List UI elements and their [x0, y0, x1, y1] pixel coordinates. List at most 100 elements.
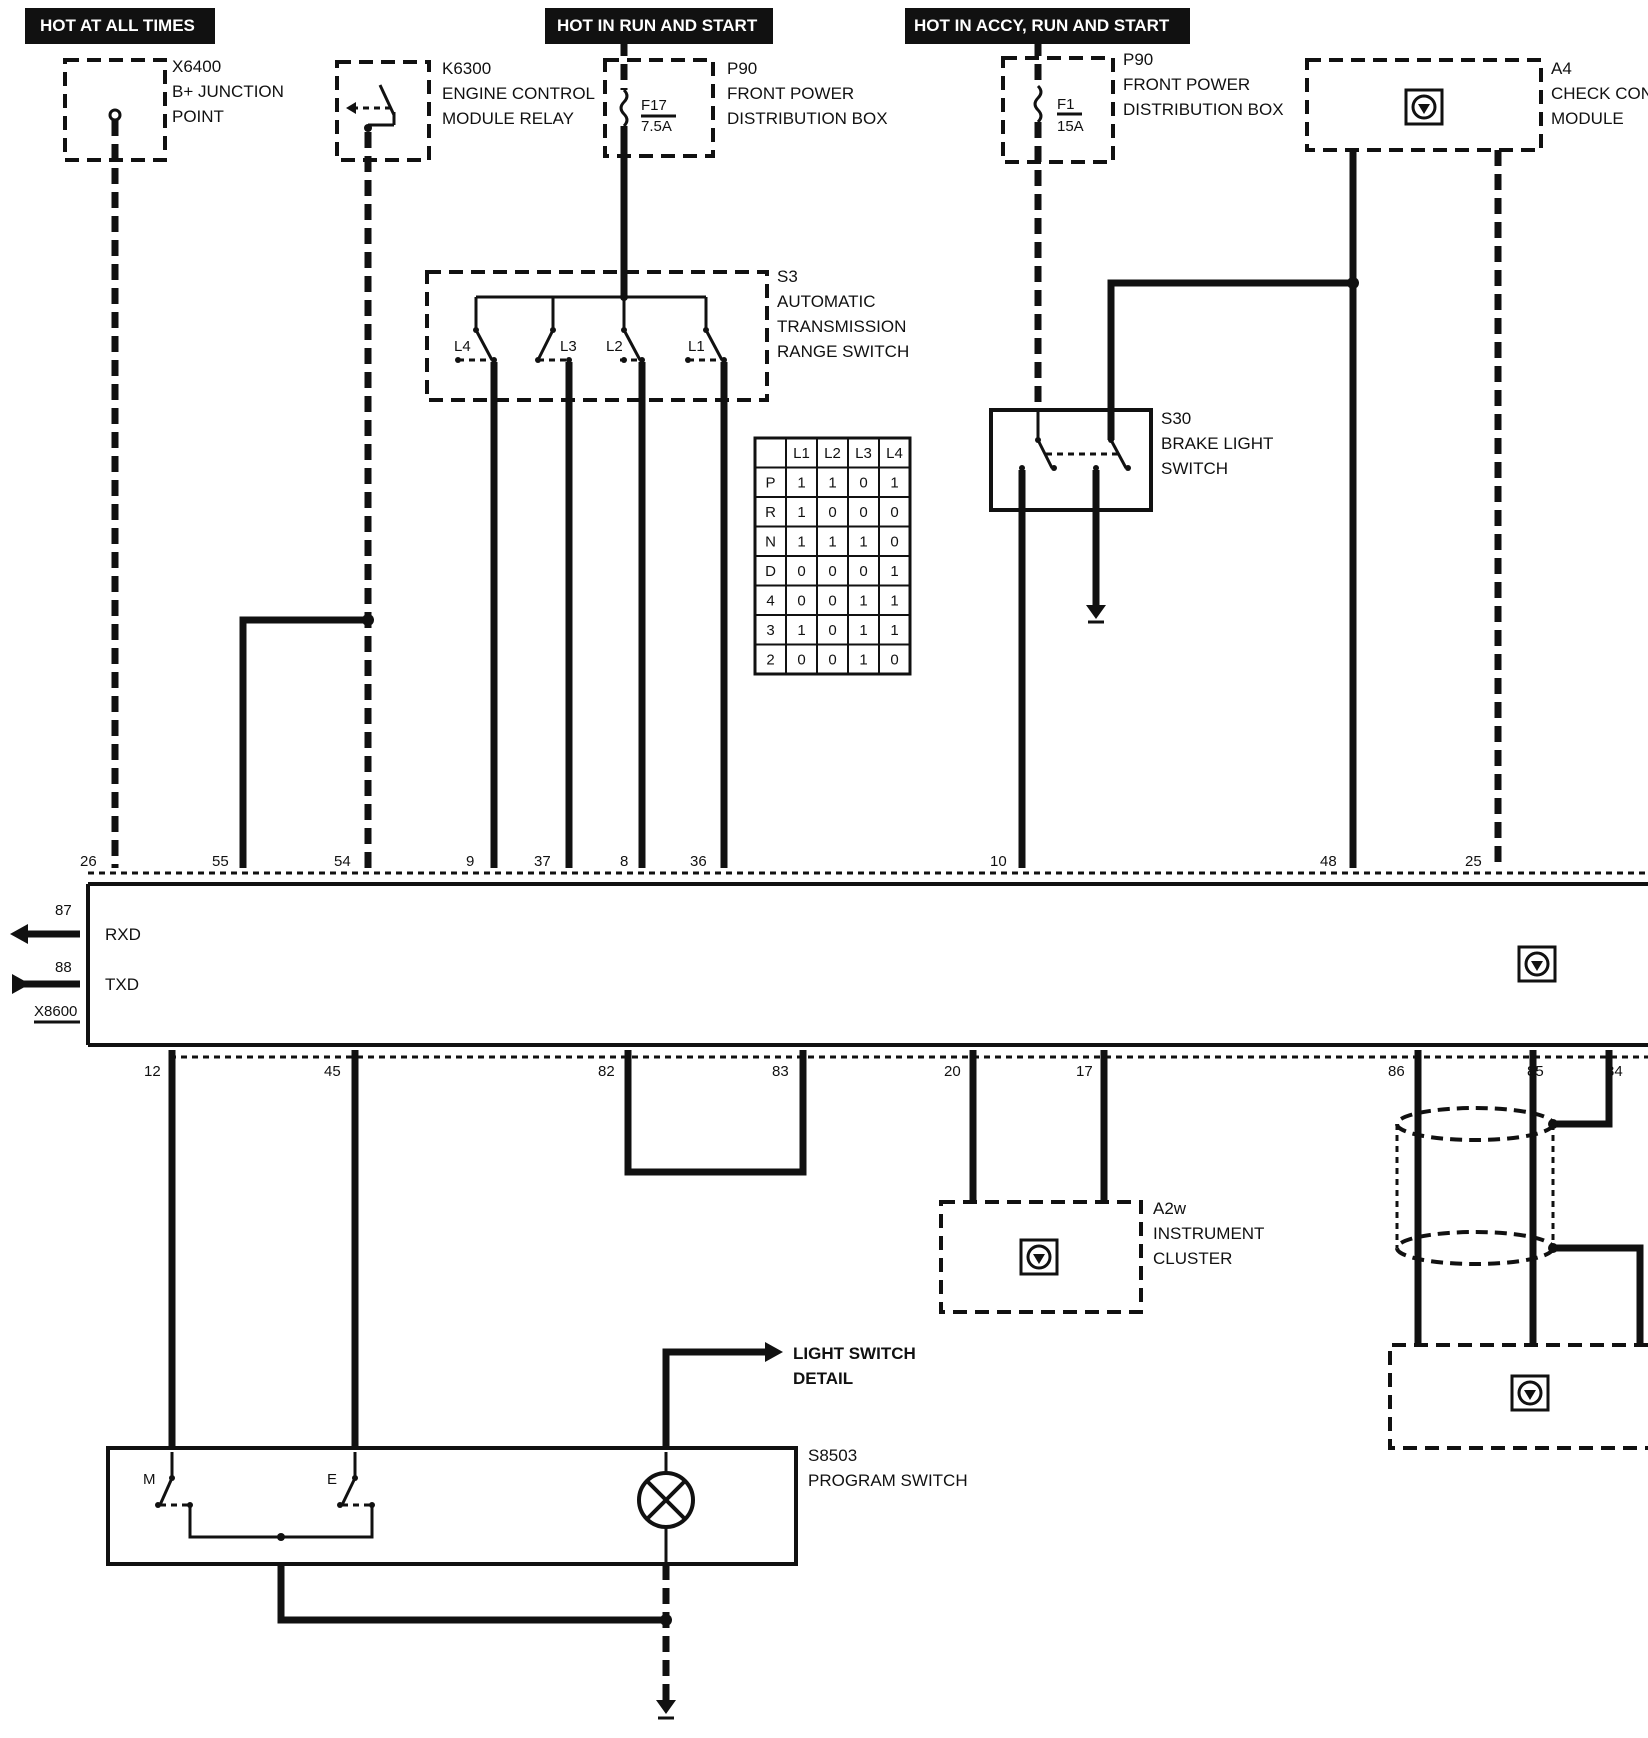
s3-line1: AUTOMATIC [777, 292, 876, 311]
k6300-line2: MODULE RELAY [442, 109, 574, 128]
truth-table-cell: 0 [890, 651, 898, 668]
pin-36: 36 [690, 853, 707, 870]
banner-hot-in-accy: HOT IN ACCY, RUN AND START [905, 8, 1190, 44]
a4-check-control-module: A4 CHECK CON MODULE [1305, 58, 1648, 152]
light-switch-detail: LIGHT SWITCH DETAIL [662, 1342, 916, 1448]
s8503-contact-e: E [327, 1471, 337, 1488]
s8503-program-switch: S8503 PROGRAM SWITCH M E [106, 1446, 968, 1566]
s3-id: S3 [777, 267, 798, 286]
s3-l3-label: L3 [560, 338, 577, 355]
x8600-label: X8600 [34, 1003, 77, 1020]
rxd-arrow-icon [10, 924, 28, 944]
truth-table-cell: 0 [797, 651, 805, 668]
s3-contact-l3: L3 [535, 297, 577, 363]
truth-table-cell: 0 [890, 504, 898, 521]
truth-table-cell: N [765, 533, 776, 550]
module-icon [1517, 945, 1557, 983]
k6300-line1: ENGINE CONTROL [442, 84, 595, 103]
shielded-cable [1395, 1050, 1644, 1345]
s3-contact-l1: L1 [685, 297, 727, 363]
control-module-connector-body [86, 871, 1648, 1059]
truth-table-cell: 1 [859, 622, 867, 639]
truth-table-cell: 0 [828, 563, 836, 580]
truth-table-cell: 0 [859, 563, 867, 580]
s30-id: S30 [1161, 409, 1191, 428]
s3-contact-l4: L4 [454, 297, 497, 363]
truth-table-cell: 1 [859, 651, 867, 668]
pin-8: 8 [620, 853, 628, 870]
serial-connector-x8600: 87 RXD 88 TXD X8600 [10, 902, 141, 1024]
f1-fuse-label: F1 [1057, 96, 1075, 113]
pin-45: 45 [324, 1063, 341, 1080]
p90a-line1: FRONT POWER [727, 84, 854, 103]
splice-48 [1347, 277, 1359, 289]
p90b-id: P90 [1123, 50, 1153, 69]
rxd-label: RXD [105, 925, 141, 944]
lamp-icon [637, 1471, 695, 1529]
p90a-id: P90 [727, 59, 757, 78]
txd-label: TXD [105, 975, 139, 994]
pin-25: 25 [1465, 853, 1482, 870]
pin-54: 54 [334, 853, 351, 870]
pin-55: 55 [212, 853, 229, 870]
p90a-line2: DISTRIBUTION BOX [727, 109, 888, 128]
p90-f17-fuse-box: F17 7.5A P90 FRONT POWER DISTRIBUTION BO… [603, 58, 888, 158]
truth-table-cell: 1 [859, 592, 867, 609]
truth-table-header: L3 [855, 445, 872, 462]
pin-10: 10 [990, 853, 1007, 870]
banner-hot-in-run-and-start: HOT IN RUN AND START [545, 8, 773, 44]
s30-brake-light-switch: S30 BRAKE LIGHT SWITCH [989, 408, 1273, 512]
truth-table-cell: 0 [828, 504, 836, 521]
s3-contact-l2: L2 [606, 297, 645, 363]
p90b-line2: DISTRIBUTION BOX [1123, 100, 1284, 119]
p90b-line1: FRONT POWER [1123, 75, 1250, 94]
txd-arrow-icon [12, 974, 30, 994]
s8503-id: S8503 [808, 1446, 857, 1465]
banner-hot-at-all-times: HOT AT ALL TIMES [25, 8, 215, 44]
light-switch-arrow-icon [765, 1342, 783, 1362]
truth-table-cell: 3 [766, 622, 774, 639]
f1-fuse-rating: 15A [1057, 118, 1084, 135]
a2w-module-icon [1019, 1238, 1059, 1276]
a2w-line1: INSTRUMENT [1153, 1224, 1264, 1243]
truth-table-cell: 1 [797, 504, 805, 521]
a2w-id: A2w [1153, 1199, 1187, 1218]
pin-17: 17 [1076, 1063, 1093, 1080]
truth-table-cell: 1 [890, 474, 898, 491]
pin-12: 12 [144, 1063, 161, 1080]
right-module-icon [1510, 1374, 1550, 1412]
banner-hot-in-accy-text: HOT IN ACCY, RUN AND START [914, 16, 1170, 35]
bottom-pins: 12 45 82 83 20 17 86 85 84 [144, 1063, 1623, 1080]
x6400-line1: B+ JUNCTION [172, 82, 284, 101]
top-pins: 26 55 54 9 37 8 36 10 48 25 [80, 853, 1482, 870]
truth-table-cell: 0 [797, 563, 805, 580]
s3-range-switch: L4 L3 L2 L1 S3 [425, 267, 909, 402]
wire-82-83-loop [624, 1050, 807, 1176]
truth-table-cell: 1 [797, 533, 805, 550]
pin-83: 83 [772, 1063, 789, 1080]
splice-54-55 [362, 614, 374, 626]
truth-table-cell: 1 [797, 622, 805, 639]
wire-s8503-ground [277, 1564, 666, 1624]
truth-table-cell: 1 [890, 622, 898, 639]
truth-table-cell: 0 [797, 592, 805, 609]
right-module-box [1388, 1343, 1648, 1450]
pin-9: 9 [466, 853, 474, 870]
k6300-relay: K6300 ENGINE CONTROL MODULE RELAY [335, 59, 595, 162]
p90-f1-fuse-box: F1 15A P90 FRONT POWER DISTRIBUTION BOX [1001, 50, 1284, 164]
truth-table-cell: 1 [828, 533, 836, 550]
s3-l4-label: L4 [454, 338, 471, 355]
truth-table-cell: 0 [828, 592, 836, 609]
truth-table-cell: 1 [828, 474, 836, 491]
pin-txd: 88 [55, 959, 72, 976]
truth-table-cell: 2 [766, 651, 774, 668]
splice-ground [660, 1614, 672, 1626]
truth-table-cell: 0 [828, 651, 836, 668]
truth-table-cell: 1 [890, 563, 898, 580]
light-switch-line2: DETAIL [793, 1369, 853, 1388]
truth-table-cell: D [765, 563, 776, 580]
truth-table-cell: 1 [797, 474, 805, 491]
s3-l2-label: L2 [606, 338, 623, 355]
